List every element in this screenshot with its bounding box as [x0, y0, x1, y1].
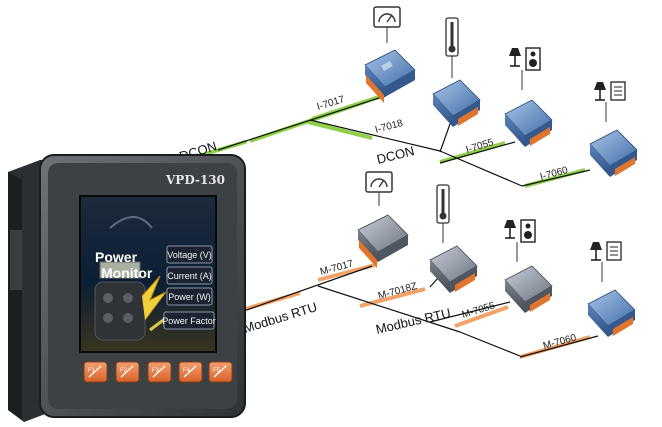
- screen-button-power-label: Power (W): [168, 292, 211, 302]
- screen-title-line1: Power: [95, 249, 138, 265]
- lamp-speaker-icon: [509, 47, 541, 90]
- model-label: VPD-130: [165, 173, 225, 187]
- io-module-i7055: [504, 99, 553, 147]
- dcon-label-mid: DCON: [375, 143, 416, 167]
- modbus-bus: [234, 263, 599, 359]
- lamp-panel-icon: [590, 241, 622, 282]
- function-key-f1[interactable]: F1: [83, 361, 108, 383]
- function-key-f2-label: F2: [120, 368, 128, 374]
- function-key-f3[interactable]: F3: [147, 361, 172, 383]
- screen-title-line2: Monitor: [101, 265, 153, 281]
- screen-button-current[interactable]: Current (A): [166, 266, 213, 285]
- screen-button-power-factor[interactable]: Power Factor: [162, 311, 216, 330]
- io-module-m7018z: [429, 245, 478, 293]
- function-key-f4-label: F4: [183, 368, 191, 374]
- screen-button-voltage[interactable]: Voltage (V): [166, 245, 213, 264]
- screen-button-voltage-label: Voltage (V): [167, 250, 212, 260]
- function-key-f2[interactable]: F2: [115, 361, 140, 383]
- modbus-label-mid: Modbus RTU: [374, 305, 452, 337]
- screen-button-power[interactable]: Power (W): [166, 287, 213, 306]
- meter-icon: [373, 6, 401, 43]
- function-key-f5-label: F5: [213, 368, 221, 374]
- io-module-i7060: [589, 129, 638, 177]
- io-module-m7055: [504, 265, 553, 313]
- thermometer-icon: [445, 17, 459, 78]
- module-label-m7060: M-7060: [542, 332, 578, 352]
- thermometer-icon: [436, 184, 450, 243]
- module-label-m7018z: M-7018Z: [377, 281, 418, 302]
- function-key-f3-label: F3: [152, 368, 160, 374]
- module-label-i7018: I-7018: [374, 118, 405, 136]
- meter-icon: [365, 171, 393, 206]
- screen-button-power-factor-label: Power Factor: [162, 316, 216, 326]
- function-key-f4[interactable]: F4: [178, 361, 203, 383]
- lamp-speaker-icon: [504, 219, 536, 262]
- io-module-i7017: [364, 49, 416, 103]
- function-key-f1-label: F1: [88, 368, 96, 374]
- dcon-bus: [173, 93, 591, 188]
- io-module-i7018: [432, 79, 481, 127]
- io-module-m7017: [357, 214, 409, 268]
- lamp-panel-icon: [594, 81, 626, 122]
- screen-button-current-label: Current (A): [167, 271, 212, 281]
- function-key-f5[interactable]: F5: [208, 361, 233, 383]
- module-label-i7055: I-7055: [465, 137, 496, 156]
- io-module-m7060: [587, 289, 636, 337]
- hmi-panel: VPD-130 Power Monitor Voltage (V) Curren…: [8, 154, 246, 422]
